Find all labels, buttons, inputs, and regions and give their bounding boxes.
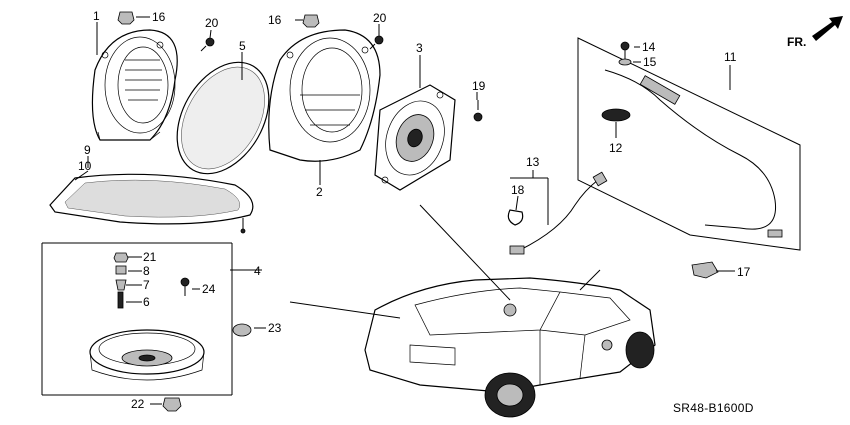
callout-20-left: 20 — [205, 16, 219, 30]
speaker-assembly-box — [41, 242, 233, 396]
callout-8: 8 — [143, 264, 150, 278]
speaker-bracket-right[interactable] — [268, 29, 381, 162]
callout-2: 2 — [316, 185, 323, 199]
bolt-14[interactable] — [620, 41, 630, 60]
clamp-18[interactable] — [507, 209, 524, 226]
diagram-code: SR48-B1600D — [673, 401, 754, 415]
callout-13: 13 — [526, 155, 540, 169]
speaker-bracket-left[interactable] — [91, 29, 178, 141]
callout-15: 15 — [643, 55, 657, 69]
clip-17[interactable] — [691, 261, 719, 279]
callout-1: 1 — [93, 9, 100, 23]
callout-5: 5 — [239, 39, 246, 53]
direction-label: FR. — [787, 35, 806, 49]
clip-16-left[interactable] — [117, 11, 135, 25]
antenna-box — [577, 37, 801, 251]
callout-4: 4 — [254, 264, 261, 278]
callout-12: 12 — [609, 141, 623, 155]
clip-16-right[interactable] — [302, 14, 320, 28]
clip-22[interactable] — [162, 397, 182, 412]
callout-19: 19 — [472, 79, 486, 93]
bolt-6[interactable] — [117, 291, 124, 309]
callout-21: 21 — [143, 250, 157, 264]
speaker-grille-cover[interactable] — [49, 173, 254, 234]
front-direction-arrow — [812, 16, 843, 41]
screw-20-left[interactable] — [200, 37, 215, 52]
callout-9: 9 — [84, 143, 91, 157]
nut-15[interactable] — [618, 58, 632, 66]
callout-14: 14 — [642, 40, 656, 54]
callout-6: 6 — [143, 295, 150, 309]
callout-16-right: 16 — [268, 13, 282, 27]
speaker-mesh-grille[interactable] — [158, 46, 287, 190]
vehicle-illustration — [364, 277, 656, 418]
callout-17: 17 — [737, 265, 751, 279]
callout-3: 3 — [416, 41, 423, 55]
callout-7: 7 — [143, 278, 150, 292]
callout-23: 23 — [268, 321, 282, 335]
screw-20-right[interactable] — [369, 35, 384, 50]
nut-21[interactable] — [113, 252, 129, 263]
washer-8[interactable] — [115, 265, 127, 275]
leader-lines — [74, 16, 735, 405]
terminal-7[interactable] — [115, 279, 127, 291]
callout-22: 22 — [131, 397, 145, 411]
grommet-23[interactable] — [232, 323, 252, 337]
callout-10: 10 — [78, 159, 92, 173]
antenna-cable-11[interactable] — [604, 69, 783, 238]
speaker-3[interactable] — [374, 84, 456, 191]
callout-16-left: 16 — [152, 10, 166, 24]
screw-19[interactable] — [473, 100, 483, 122]
callout-18: 18 — [511, 183, 525, 197]
callout-11: 11 — [724, 50, 737, 64]
callout-24: 24 — [202, 282, 216, 296]
speaker-cord-13[interactable] — [509, 171, 608, 255]
bolt-24[interactable] — [180, 277, 190, 296]
callout-20-right: 20 — [373, 11, 387, 25]
gasket-12[interactable] — [601, 108, 631, 122]
speaker-4[interactable] — [89, 329, 205, 381]
